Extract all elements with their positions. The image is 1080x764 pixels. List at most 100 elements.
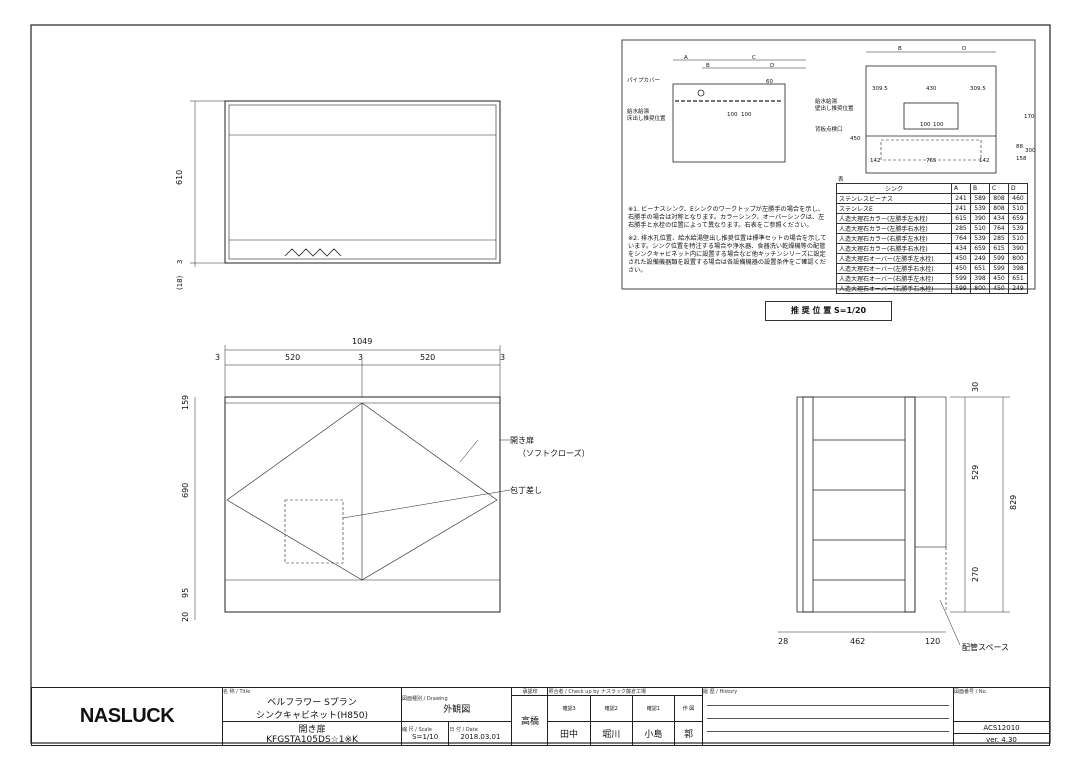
dim-3a: 3 bbox=[215, 353, 220, 362]
pipe-cover-label: パイプカバー bbox=[627, 77, 660, 84]
check-col-3: 確認3 bbox=[547, 695, 591, 722]
dim-d2: D bbox=[962, 46, 966, 52]
dim-a: A bbox=[684, 55, 688, 61]
sink-name-cell: ステンレスE bbox=[835, 203, 953, 214]
sink-name-cell: 人造大理石オーバー(左勝手左水栓) bbox=[835, 253, 953, 264]
value-cell: 434 bbox=[988, 213, 1009, 224]
value-cell: 241 bbox=[951, 193, 971, 204]
value-cell: 599 bbox=[951, 273, 971, 284]
value-cell: 599 bbox=[951, 283, 971, 294]
check-col-1: 確認1 bbox=[631, 695, 675, 722]
value-cell: 800 bbox=[970, 283, 990, 294]
value-cell: 589 bbox=[970, 193, 990, 204]
dim-270: 270 bbox=[971, 567, 980, 582]
sink-name-cell: 人造大理石カラー(右勝手右水栓) bbox=[835, 243, 953, 254]
value-cell: 390 bbox=[970, 213, 990, 224]
checker-2: 堀川 bbox=[589, 721, 633, 746]
value-cell: 808 bbox=[988, 203, 1009, 214]
sink-name-cell: ステンレスビーナス bbox=[835, 193, 953, 204]
value-cell: 539 bbox=[1007, 223, 1029, 234]
dim-120: 120 bbox=[925, 637, 940, 646]
dim-c: C bbox=[752, 55, 756, 61]
note-2: ※2. 排水孔位置、給水給湯壁出し推奨位置は標準セットの場合を示しています。シン… bbox=[628, 235, 827, 274]
floor-water-label: 給水給湯 bbox=[627, 107, 650, 115]
dim-20: 20 bbox=[181, 612, 190, 622]
dim-100a: 100 bbox=[727, 112, 738, 118]
dim-100b: 100 bbox=[741, 112, 752, 118]
version: ver. 4.30 bbox=[953, 733, 1050, 746]
dim-95: 95 bbox=[181, 588, 190, 598]
title-line-3: 開き扉 bbox=[298, 725, 326, 735]
title-line-2: シンクキャビネット(H850) bbox=[256, 711, 368, 721]
no-label: 図面番号 / No. bbox=[954, 689, 988, 695]
note-1: ※1. ビーナスシンク、Eシンクのワークトップが左勝手の場合を示し、右勝手の場合… bbox=[628, 206, 825, 229]
back-hatch-label: 背板点検口 bbox=[815, 125, 843, 133]
title-label: 名 称 / Title bbox=[223, 689, 251, 695]
value-cell: 599 bbox=[988, 263, 1009, 274]
dim-b: B bbox=[706, 63, 710, 69]
softclose-label: （ソフトクローズ） bbox=[518, 448, 590, 458]
value-cell: 398 bbox=[1007, 263, 1029, 274]
scale-label: 縮 尺 / Scale bbox=[402, 727, 432, 733]
approver: 高橋 bbox=[511, 695, 549, 746]
sink-name-cell: 人造大理石オーバー(左勝手右水栓) bbox=[835, 263, 953, 274]
value-cell: 285 bbox=[988, 233, 1009, 244]
value-cell: 249 bbox=[1007, 283, 1029, 294]
knife-holder-label: 包丁差し bbox=[510, 485, 542, 495]
check-col-2: 確認2 bbox=[589, 695, 633, 722]
value-cell: 651 bbox=[1007, 273, 1029, 284]
header-a: A bbox=[951, 183, 971, 194]
dim-142a: 142 bbox=[870, 158, 881, 164]
recommended-position-inset: A C B D B D パイプカバー 給水給湯 床出し推奨位置 給水給湯 壁出し… bbox=[621, 39, 1036, 290]
value-cell: 241 bbox=[951, 203, 971, 214]
value-cell: 510 bbox=[1007, 233, 1029, 244]
date-value: 2018.03.01 bbox=[460, 733, 501, 741]
value-cell: 434 bbox=[951, 243, 971, 254]
dim-765: 765 bbox=[926, 158, 937, 164]
header-c: C bbox=[988, 183, 1009, 194]
table-caption: 表 bbox=[838, 175, 844, 183]
sink-name-cell: 人造大理石カラー(右勝手左水栓) bbox=[835, 233, 953, 244]
checker-3: 田中 bbox=[547, 721, 591, 746]
value-cell: 285 bbox=[951, 223, 971, 234]
sink-name-cell: 人造大理石オーバー(右勝手左水栓) bbox=[835, 273, 953, 284]
front-view bbox=[194, 345, 511, 620]
drafter: 郭 bbox=[673, 721, 704, 746]
value-cell: 450 bbox=[951, 263, 971, 274]
dim-158: 158 bbox=[1016, 156, 1027, 162]
drawing-label: 図面種別 / Drawing bbox=[402, 695, 448, 702]
sink-name-cell: 人造大理石オーバー(右勝手右水栓) bbox=[835, 283, 953, 294]
value-cell: 800 bbox=[1007, 253, 1029, 264]
notes: ※1. ビーナスシンク、Eシンクのワークトップが左勝手の場合を示し、右勝手の場合… bbox=[628, 206, 828, 275]
value-cell: 764 bbox=[951, 233, 971, 244]
door-label: 開き扉 bbox=[510, 435, 534, 445]
dim-9: 9 bbox=[181, 395, 190, 400]
value-cell: 450 bbox=[988, 273, 1009, 284]
value-cell: 615 bbox=[951, 213, 971, 224]
dim-142b: 142 bbox=[979, 158, 990, 164]
dim-100d: 100 bbox=[933, 122, 944, 128]
dim-309-5a: 309.5 bbox=[872, 86, 888, 92]
value-cell: 599 bbox=[988, 253, 1009, 264]
dim-30: 30 bbox=[971, 382, 980, 392]
model-number: KFGSTA105DS☆1※K bbox=[266, 735, 358, 745]
dim-28: 28 bbox=[778, 637, 788, 646]
check-col-drafter: 作 図 bbox=[673, 695, 704, 722]
value-cell: 539 bbox=[970, 233, 990, 244]
header-b: B bbox=[970, 183, 990, 194]
value-cell: 450 bbox=[951, 253, 971, 264]
value-cell: 450 bbox=[988, 283, 1009, 294]
date-label: 日 付 / Date bbox=[449, 727, 478, 733]
dim-15: 15 bbox=[181, 400, 190, 410]
side-view bbox=[778, 396, 1010, 646]
history-label: 履 歴 / History bbox=[703, 689, 738, 695]
value-cell: 659 bbox=[1007, 213, 1029, 224]
approve-label: 承認印 bbox=[511, 687, 549, 696]
